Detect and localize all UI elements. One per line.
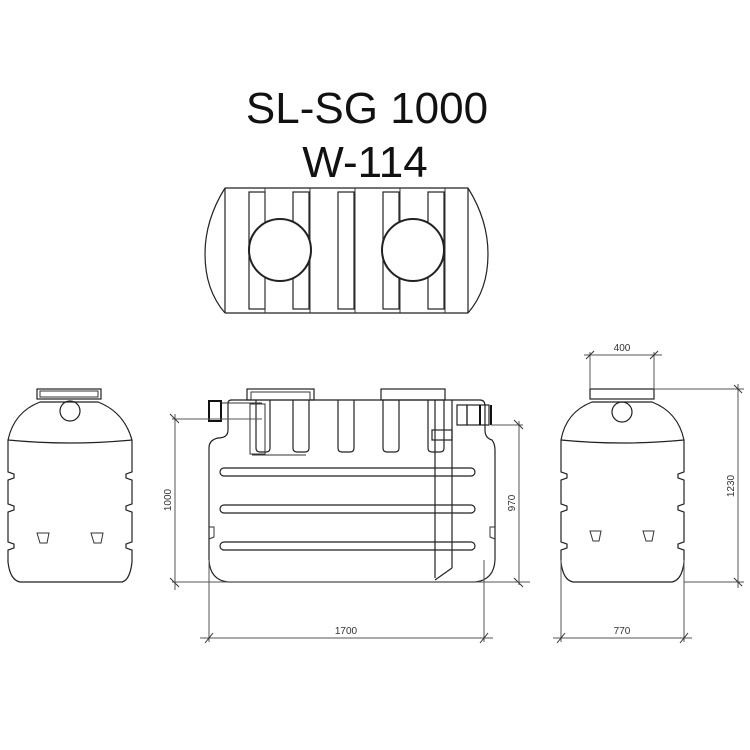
- manhole-2: [381, 218, 445, 282]
- dim-400-label: 400: [614, 343, 631, 354]
- left-side-view: [7, 388, 133, 583]
- model-title: SL-SG 1000: [245, 84, 489, 133]
- dimension-1700: 1700: [200, 560, 493, 644]
- dimension-1230: 1230: [654, 384, 744, 588]
- dim-1230-label: 1230: [726, 474, 737, 497]
- dim-770-label: 770: [614, 626, 631, 637]
- right-side-view: [560, 388, 685, 583]
- dimension-770: 770: [553, 560, 692, 644]
- dim-1700-label: 1700: [335, 626, 358, 637]
- model-code: W-114: [302, 138, 428, 187]
- dim-970-label: 970: [507, 494, 518, 511]
- dimension-1000: 1000: [163, 413, 530, 590]
- dim-1000-label: 1000: [163, 488, 174, 511]
- dimension-400: 400: [584, 343, 662, 389]
- manhole-1: [248, 218, 312, 282]
- dimension-970: 970: [491, 419, 524, 588]
- top-view: [204, 187, 489, 314]
- front-view: [208, 388, 496, 583]
